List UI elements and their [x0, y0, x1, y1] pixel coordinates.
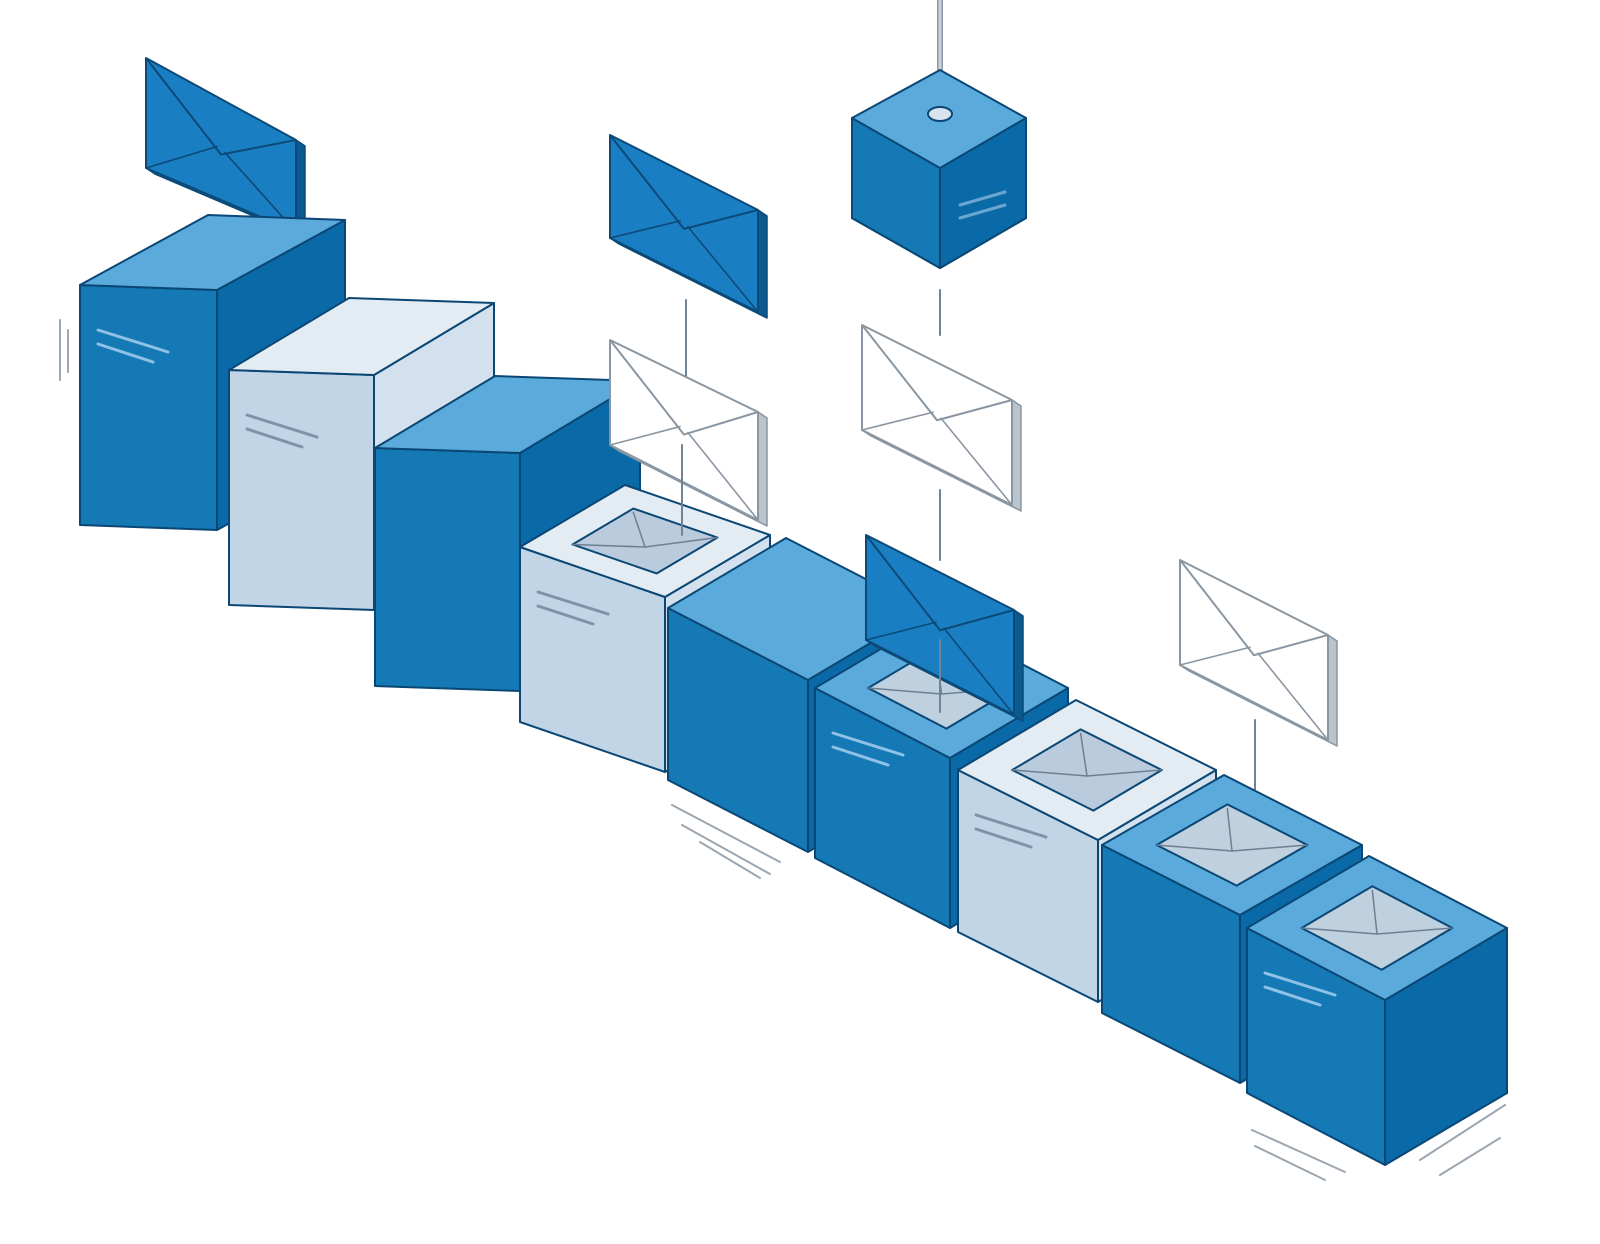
envelope-fold	[861, 411, 934, 431]
cube-opening-inner	[1079, 732, 1088, 777]
envelope-3	[609, 339, 768, 527]
cube-label-bar	[96, 342, 155, 364]
envelope-fold	[943, 627, 1015, 716]
cube-label-bar	[958, 203, 1007, 220]
hanging-cube	[851, 69, 1027, 269]
cube-label-bar	[831, 731, 905, 757]
envelope-fold	[940, 417, 1013, 506]
cube-label-bar	[536, 604, 595, 626]
envelope-1	[145, 57, 306, 239]
envelope-fold	[609, 220, 681, 239]
envelope-flap	[609, 339, 759, 436]
ground-line	[699, 841, 761, 879]
cube-label-bar	[96, 328, 170, 354]
cube-top-face	[228, 297, 495, 376]
ground-line	[1251, 1129, 1346, 1173]
cube-label-bar	[974, 813, 1048, 839]
ground-line	[1254, 1145, 1326, 1181]
ground-lines	[59, 319, 1506, 1181]
envelope-6	[1179, 559, 1338, 747]
ground-line	[1439, 1137, 1501, 1176]
envelope-flap	[861, 324, 1013, 422]
envelope-4	[861, 324, 1022, 512]
envelope-fold	[145, 145, 218, 169]
cube-label-bar	[1263, 985, 1322, 1007]
envelope-flap	[1179, 559, 1329, 657]
hook-ring	[927, 106, 953, 122]
cube-label-bar	[245, 427, 304, 449]
cube-9	[1246, 855, 1508, 1166]
envelope-fold	[687, 226, 759, 313]
envelope-2	[609, 134, 768, 319]
cube-opening-inner	[1226, 807, 1233, 852]
envelope-5	[865, 534, 1024, 722]
envelope-fold	[687, 431, 759, 521]
ground-line	[671, 804, 781, 863]
front-layer	[609, 339, 1338, 747]
ground-line	[1419, 1104, 1506, 1161]
envelope-flap	[145, 57, 297, 156]
cube-left-face	[79, 284, 218, 531]
ground-line	[681, 824, 771, 875]
envelope-flap	[609, 134, 759, 230]
envelope-fold	[865, 621, 937, 641]
cube-opening-inner	[1371, 889, 1378, 935]
cube-top-face	[79, 214, 346, 291]
cube-label-bar	[1263, 971, 1337, 997]
cube-row	[79, 214, 1508, 1166]
cube-label-bar	[536, 590, 610, 616]
envelope-fold	[609, 425, 681, 446]
cube-label-bar	[831, 745, 890, 767]
cube-label-bar	[245, 413, 319, 439]
cube-opening-inner	[632, 511, 646, 548]
back-layer	[145, 0, 1256, 851]
cube-label-bar	[958, 190, 1007, 207]
cube-label-bar	[974, 827, 1033, 849]
cube-left-face	[228, 369, 375, 611]
envelope-fold	[1257, 652, 1329, 741]
envelope-flap	[865, 534, 1015, 632]
envelope-fold	[1179, 646, 1251, 666]
cube-left-face	[374, 447, 521, 692]
